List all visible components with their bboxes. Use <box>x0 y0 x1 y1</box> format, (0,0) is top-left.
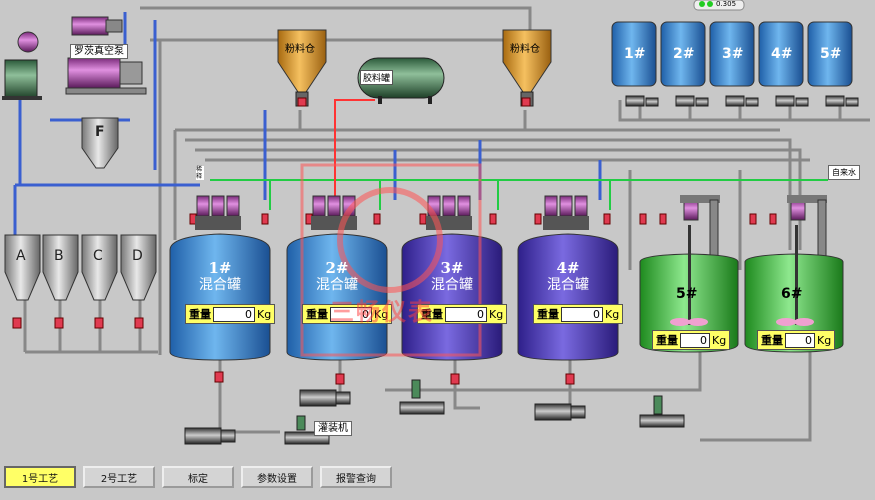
mix-tank-2-title: 2# 混合罐 <box>284 260 390 294</box>
raw-tank-pumps <box>625 95 859 107</box>
mix-tank-4-name: 混合罐 <box>547 277 589 293</box>
powder-silo-2-label: 粉料仓 <box>510 44 540 55</box>
mix-tank-3-weight: 重量 0 Kg <box>417 304 508 324</box>
green-tank-5-weight: 重量 0 Kg <box>652 330 731 350</box>
hopper-b-label: B <box>54 248 64 264</box>
process-2-button[interactable]: 2号工艺 <box>83 466 155 488</box>
watermark-shape <box>300 163 482 357</box>
agitator-motors <box>195 195 806 230</box>
mix-tank-3-number: 3# <box>440 259 464 277</box>
raw-tank-5-label: 5# <box>820 46 842 62</box>
raw-tank-3-label: 3# <box>722 46 744 62</box>
red-pipes <box>334 99 375 210</box>
weight-label: 重量 <box>537 308 559 321</box>
hopper-f <box>81 117 119 169</box>
glue-tank-label: 胶料罐 <box>360 70 394 85</box>
weight-unit: Kg <box>605 307 620 321</box>
weight-label: 重量 <box>421 308 443 321</box>
weight-value: 0 <box>213 306 255 322</box>
hopper-c-label: C <box>93 248 103 264</box>
vacuum-pump-label: 罗茨真空泵 <box>70 44 128 59</box>
mix-tank-3-title: 3# 混合罐 <box>399 260 505 294</box>
parameter-settings-button[interactable]: 参数设置 <box>241 466 313 488</box>
top-indicator-shape <box>693 0 745 11</box>
weight-value: 0 <box>561 306 603 322</box>
raw-tank-2-label: 2# <box>673 46 695 62</box>
raw-tank-4-label: 4# <box>771 46 793 62</box>
mixing-tanks <box>169 233 619 361</box>
mix-tank-1-title: 1# 混合罐 <box>167 260 273 294</box>
weight-unit: Kg <box>374 307 389 321</box>
mix-tank-2-name: 混合罐 <box>316 277 358 293</box>
mix-tank-1-number: 1# <box>208 259 232 277</box>
weight-unit: Kg <box>257 307 272 321</box>
green-tanks <box>639 195 844 353</box>
alarm-query-button[interactable]: 报警查询 <box>320 466 392 488</box>
green-pipes <box>210 179 828 210</box>
valves <box>12 97 777 385</box>
hoppers-abcd <box>4 234 157 301</box>
mix-tank-4-weight: 重量 0 Kg <box>533 304 624 324</box>
weight-value: 0 <box>445 306 487 322</box>
mix-tank-1-weight: 重量 0 Kg <box>185 304 276 324</box>
mix-tank-2-weight: 重量 0 Kg <box>302 304 393 324</box>
green-tank-6-number: 6# <box>781 286 803 302</box>
mix-tank-1-name: 混合罐 <box>199 277 241 293</box>
hopper-f-label: F <box>95 124 105 140</box>
hopper-d-label: D <box>132 248 143 264</box>
green-tank-5-number: 5# <box>676 286 698 302</box>
weight-unit: Kg <box>817 333 832 347</box>
transfer-pumps <box>184 379 685 445</box>
top-indicator-value: 0.305 <box>716 0 737 8</box>
weight-label: 重量 <box>189 308 211 321</box>
gray-pipes <box>23 6 870 442</box>
vacuum-pump-unit <box>65 57 147 95</box>
weight-value: 0 <box>680 332 710 348</box>
raw-tanks-shapes <box>611 21 853 87</box>
weight-unit: Kg <box>712 333 727 347</box>
watermark-text: 三畅仪表 <box>330 298 434 326</box>
mix-tank-4-number: 4# <box>556 259 580 277</box>
calibration-button[interactable]: 标定 <box>162 466 234 488</box>
small-pipe-label: 稀释 <box>196 166 204 180</box>
process-1-button[interactable]: 1号工艺 <box>4 466 76 488</box>
weight-unit: Kg <box>489 307 504 321</box>
mix-tank-2-number: 2# <box>325 259 349 277</box>
raw-tank-1-label: 1# <box>624 46 646 62</box>
tap-water-label: 自来水 <box>828 165 860 180</box>
mix-tank-3-name: 混合罐 <box>431 277 473 293</box>
weight-label: 重量 <box>761 334 783 347</box>
powder-silos <box>277 29 552 107</box>
green-tank-6-weight: 重量 0 Kg <box>757 330 836 350</box>
powder-silo-1-label: 粉料仓 <box>285 44 315 55</box>
weight-label: 重量 <box>306 308 328 321</box>
weight-label: 重量 <box>656 334 678 347</box>
weight-value: 0 <box>330 306 372 322</box>
glue-tank-shape <box>357 57 445 104</box>
weight-value: 0 <box>785 332 815 348</box>
filling-machine-label: 灌装机 <box>314 421 352 436</box>
blower-top-left <box>2 31 42 100</box>
hopper-a-label: A <box>16 248 26 264</box>
mix-tank-4-title: 4# 混合罐 <box>515 260 621 294</box>
vacuum-pump-motor <box>71 16 123 36</box>
